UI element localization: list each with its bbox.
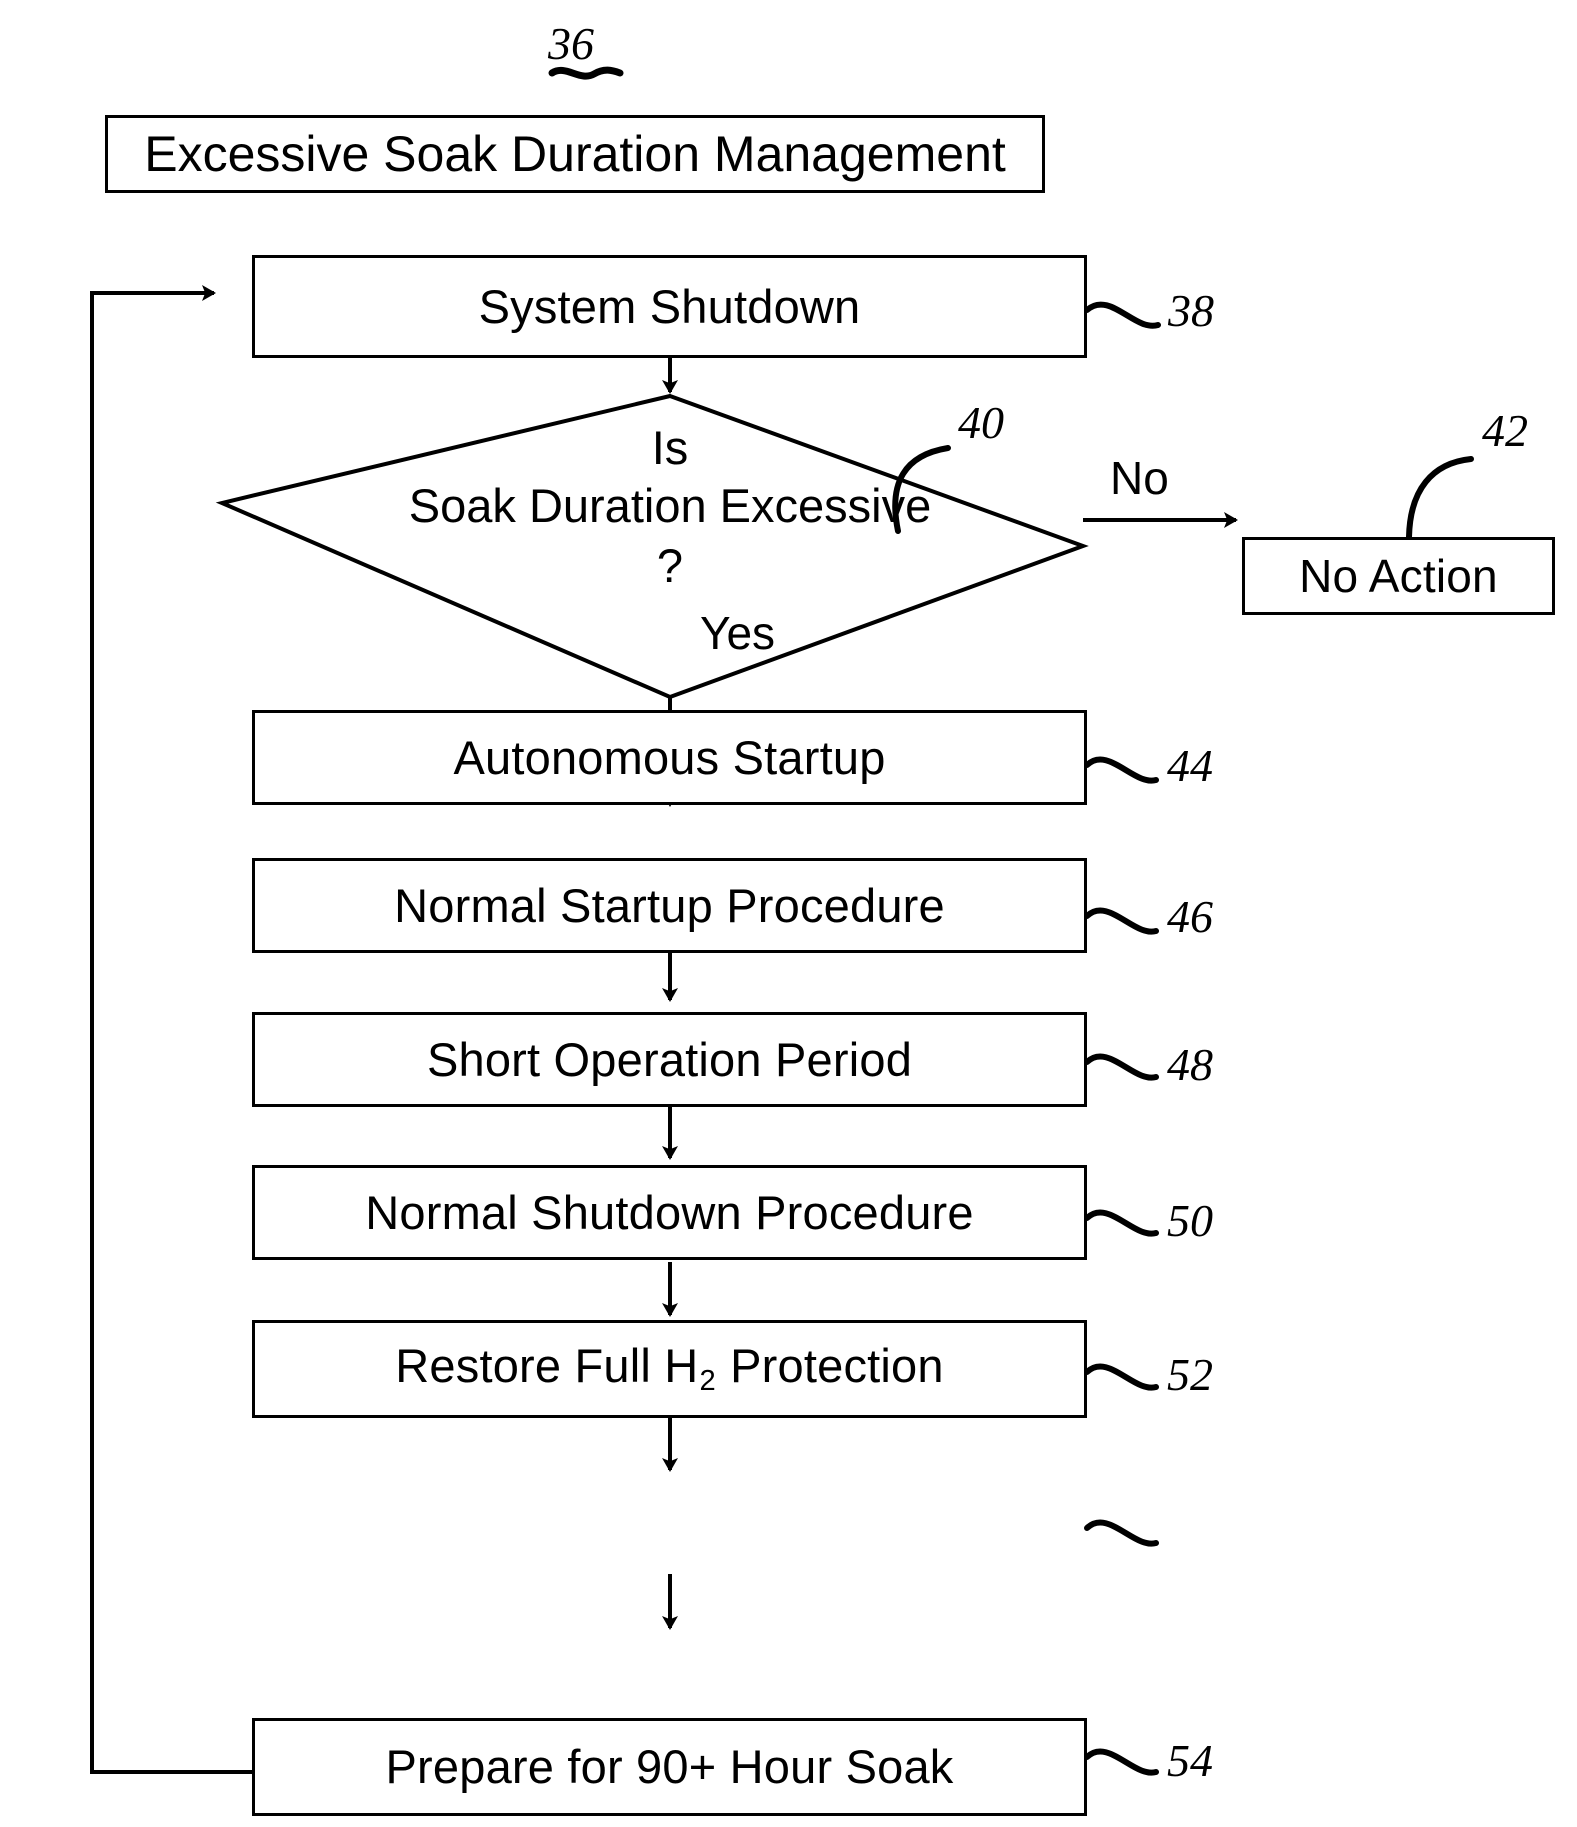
- figure-number-underline: [548, 66, 624, 80]
- ref-numeral-48: 48: [1167, 1039, 1213, 1090]
- restore-label-after: Protection: [716, 1339, 944, 1393]
- figure-number: 36: [548, 18, 594, 69]
- ref-numeral-44: 44: [1167, 740, 1213, 791]
- leader-line-48: [1084, 1053, 1159, 1081]
- node-short-operation-period[interactable]: Short Operation Period: [252, 1012, 1087, 1107]
- leader-line-46: [1084, 907, 1159, 935]
- leader-line-40: [892, 445, 951, 534]
- node-system-shutdown-label: System Shutdown: [478, 279, 861, 333]
- node-autonomous-startup[interactable]: Autonomous Startup: [252, 710, 1087, 805]
- ref-numeral-40: 40: [958, 397, 1004, 448]
- leader-line-44: [1084, 756, 1159, 784]
- leader-line-52: [1084, 1363, 1159, 1391]
- node-normal-startup-procedure[interactable]: Normal Startup Procedure: [252, 858, 1087, 953]
- node-normal-shutdown-procedure[interactable]: Normal Shutdown Procedure: [252, 1165, 1087, 1260]
- node-restore-h2-protection-label: Restore Full H2 Protection: [395, 1341, 943, 1397]
- node-normal-shutdown-procedure-label: Normal Shutdown Procedure: [365, 1185, 974, 1239]
- node-restore-h2-protection[interactable]: Restore Full H2 Protection: [252, 1320, 1087, 1418]
- node-short-operation-period-label: Short Operation Period: [426, 1032, 913, 1086]
- node-no-action-label: No Action: [1299, 549, 1498, 602]
- ref-numeral-42: 42: [1482, 405, 1528, 456]
- title-box: Excessive Soak Duration Management: [105, 115, 1045, 193]
- ref-numeral-50: 50: [1167, 1195, 1213, 1246]
- edge-label-no: No: [1110, 452, 1169, 504]
- decision-diamond: [215, 393, 1089, 700]
- leader-line-54: [1084, 1519, 1159, 1547]
- node-prepare-for-soak-label: Prepare for 90+ Hour Soak: [385, 1740, 954, 1794]
- node-no-action[interactable]: No Action: [1242, 537, 1555, 615]
- leader-line-50: [1084, 1209, 1159, 1237]
- leader-line-54-bottom: [1084, 1748, 1159, 1776]
- ref-numeral-52: 52: [1167, 1349, 1213, 1400]
- edge-label-yes: Yes: [700, 607, 776, 659]
- node-normal-startup-procedure-label: Normal Startup Procedure: [394, 878, 945, 932]
- leader-line-38: [1084, 301, 1161, 329]
- node-prepare-for-soak[interactable]: Prepare for 90+ Hour Soak: [252, 1718, 1087, 1816]
- ref-numeral-38: 38: [1168, 285, 1214, 336]
- ref-numeral-46: 46: [1167, 891, 1213, 942]
- ref-numeral-54: 54: [1167, 1735, 1213, 1786]
- h2-subscript: 2: [699, 1365, 716, 1398]
- leader-line-42: [1406, 456, 1474, 540]
- edge-feedback-loop: [90, 285, 252, 1774]
- node-system-shutdown[interactable]: System Shutdown: [252, 255, 1087, 358]
- title-box-label: Excessive Soak Duration Management: [144, 125, 1006, 182]
- node-autonomous-startup-label: Autonomous Startup: [453, 730, 886, 784]
- restore-label-before: Restore Full H: [395, 1339, 699, 1393]
